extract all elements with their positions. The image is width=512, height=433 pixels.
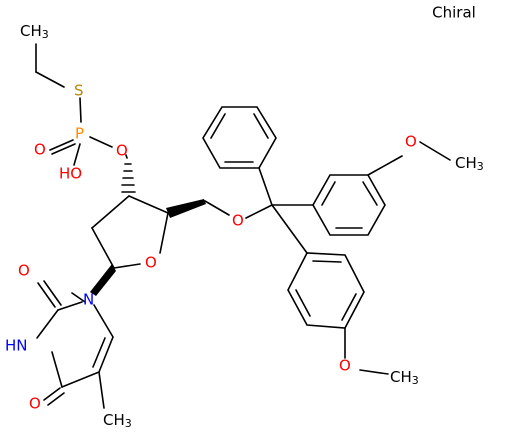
ring-methoxyphenyl-bottom [287, 252, 365, 329]
bond-trityl-ph1 [258, 167, 273, 206]
bond-ch2-o [204, 200, 230, 216]
bond-c2-c1 [91, 227, 115, 269]
bond-oring-c4 [159, 212, 169, 254]
phosphorus-label: P [75, 125, 84, 143]
methoxy-ch3-bottom-label: CH3 [390, 368, 419, 388]
n3-label: HN [5, 337, 28, 355]
bond-p-oester [89, 136, 113, 148]
bond-c5-c4 [61, 371, 100, 388]
bond-c3-c2 [91, 195, 130, 229]
bond-s-p [79, 97, 82, 123]
bond-c4-n3 [51, 351, 63, 388]
bond-ome-ch3-top [419, 141, 451, 161]
atom-labels: Chiral CH3 S P O HO O O O O CH3 O CH3 N … [5, 4, 484, 431]
ring-phenyl [202, 106, 277, 169]
bond-ethyl-2 [35, 71, 65, 88]
hydroxyl-label: HO [59, 165, 82, 183]
bond-o-trityl [245, 204, 273, 219]
bond-c2-o [37, 282, 56, 308]
hash-wedge-c3 [121, 154, 136, 193]
ring-oxygen-label: O [145, 254, 157, 272]
methoxy-ch3-top-label: CH3 [455, 154, 484, 174]
bond-n3-c2 [36, 309, 59, 339]
ester-oxygen-label: O [116, 142, 128, 160]
methyl-label: CH3 [103, 411, 132, 431]
bond-c1-oring [113, 263, 141, 269]
bond-p-oh [73, 143, 81, 166]
chiral-label: Chiral [432, 4, 476, 22]
bond-c2-n1 [57, 301, 83, 311]
wedge-c1-n [90, 264, 116, 296]
bond-c5-ch3 [98, 371, 105, 409]
methoxy-oxygen-top-label: O [405, 133, 417, 151]
sulfur-label: S [74, 82, 84, 100]
ethyl-ch3-label: CH3 [20, 22, 49, 42]
bond-ome-ch3-bottom [359, 369, 389, 375]
ring-methoxyphenyl-top [312, 174, 386, 236]
bond-c6-c5 [98, 336, 114, 373]
methoxy-oxygen-bottom-label: O [339, 357, 351, 375]
wedge-c4-ch2 [166, 199, 206, 218]
bonds [35, 43, 451, 409]
n1-label: N [83, 291, 94, 309]
bond-p-o-2 [51, 143, 76, 155]
bond-p-o-1 [49, 139, 74, 151]
c2-oxygen-label: O [18, 262, 30, 280]
c4-oxygen-label: O [29, 395, 41, 413]
ether-oxygen-label: O [232, 212, 244, 230]
bond-ar-ome-top [367, 155, 403, 176]
bond-c3-c4 [128, 195, 169, 214]
bond-c4-o [43, 387, 61, 401]
phosphoryl-oxygen-label: O [34, 141, 46, 159]
bond-n1-c6 [93, 304, 114, 338]
bond-trityl-ph3 [271, 204, 308, 254]
